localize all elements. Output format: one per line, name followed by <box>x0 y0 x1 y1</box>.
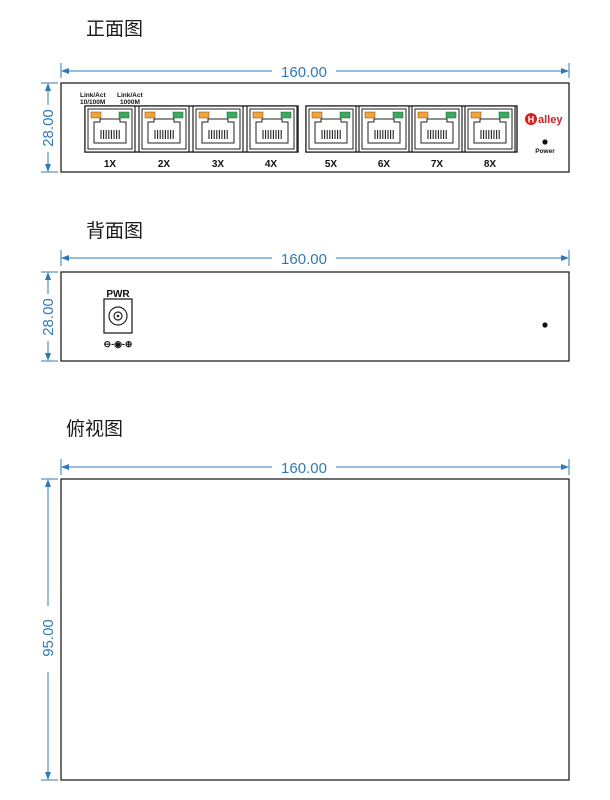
top-panel <box>60 478 570 781</box>
back-height-dimension: 28.00 <box>40 271 58 362</box>
brand-logo: H alley <box>525 113 563 126</box>
back-width-label: 160.00 <box>281 251 327 268</box>
top-view-title: 俯视图 <box>66 418 124 440</box>
port-label-3: 3X <box>212 159 225 170</box>
front-height-dimension: 28.00 <box>40 82 58 173</box>
front-width-dimension: 160.00 <box>60 63 570 81</box>
pwr-label: PWR <box>106 289 130 300</box>
port-label-8: 8X <box>484 159 497 170</box>
brand-mark-icon <box>525 113 537 125</box>
front-view: 160.00 28.00 Link/Act 10/100M Link/Act 1… <box>40 63 570 173</box>
port-label-7: 7X <box>431 159 444 170</box>
polarity-symbol: ⊖-◉-⊕ <box>104 339 133 349</box>
rj45-port-5 <box>305 105 357 153</box>
port-label-6: 6X <box>378 159 391 170</box>
rj45-port-8 <box>464 105 516 153</box>
top-height-dimension: 95.00 <box>40 478 58 781</box>
back-indicator-dot <box>542 322 548 328</box>
rj45-port-3 <box>192 105 244 153</box>
top-width-label: 160.00 <box>281 460 327 477</box>
back-view: 160.00 28.00 PWR ⊖-◉-⊕ <box>40 250 570 362</box>
rj45-port-6 <box>358 105 410 153</box>
led-legend-left-line1: Link/Act <box>80 92 106 99</box>
front-height-label: 28.00 <box>40 109 57 147</box>
dc-power-jack-icon <box>103 298 133 334</box>
rj45-port-2 <box>138 105 190 153</box>
back-height-label: 28.00 <box>40 298 57 336</box>
port-label-5: 5X <box>325 159 338 170</box>
back-view-title: 背面图 <box>86 220 144 242</box>
top-view: 160.00 95.00 <box>40 459 570 781</box>
port-label-4: 4X <box>265 159 278 170</box>
led-legend-right-line1: Link/Act <box>117 92 143 99</box>
top-width-dimension: 160.00 <box>60 459 570 477</box>
led-legend-right-line2: 1000M <box>120 99 140 106</box>
power-led-icon <box>542 139 548 145</box>
front-view-title: 正面图 <box>86 18 144 40</box>
rj45-port-7 <box>411 105 463 153</box>
rj45-port-1 <box>84 105 136 153</box>
back-panel <box>60 271 570 362</box>
brand-mark-letter: H <box>528 115 535 125</box>
power-label: Power <box>535 148 555 155</box>
led-legend-left-line2: 10/100M <box>80 99 105 106</box>
back-width-dimension: 160.00 <box>60 250 570 268</box>
front-width-label: 160.00 <box>281 64 327 81</box>
port-label-1: 1X <box>104 159 117 170</box>
rj45-port-4 <box>246 105 298 153</box>
top-height-label: 95.00 <box>40 619 57 657</box>
brand-name: alley <box>538 114 563 126</box>
port-label-2: 2X <box>158 159 171 170</box>
